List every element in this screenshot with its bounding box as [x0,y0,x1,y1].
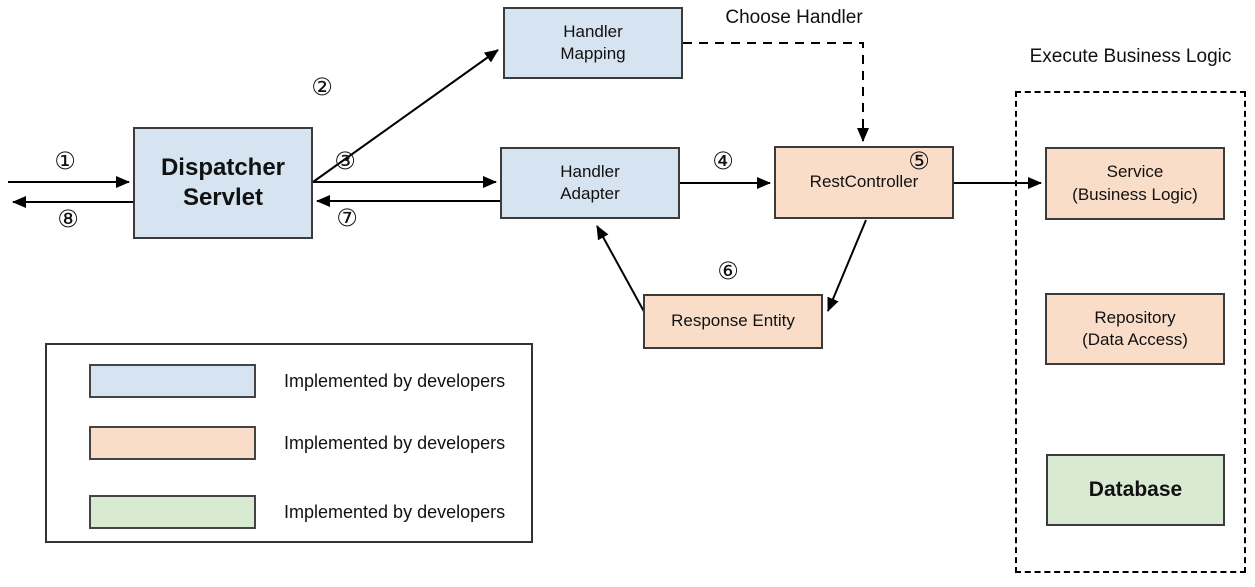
step-7-badge: ⑦ [336,204,358,232]
legend-label-orange: Implemented by developers [284,432,506,453]
arrow-step6-response-entity-to-adapter [596,225,648,318]
legend-label-blue: Implemented by developers [284,370,506,391]
legend-row-green: Implemented by developers [89,495,505,529]
step-6-badge: ⑥ [717,257,739,285]
rest-controller-node: RestController [774,146,954,219]
database-node: Database [1046,454,1225,526]
legend-label-green: Implemented by developers [284,501,506,522]
response-entity-node: Response Entity [643,294,823,349]
arrow-restcontroller-to-response-entity [827,219,867,312]
step-2-badge: ② [311,73,333,101]
legend-swatch-blue [89,364,256,398]
execute-business-logic-region [1015,91,1246,573]
handler-mapping-node: Handler Mapping [503,7,683,79]
legend-row-orange: Implemented by developers [89,426,505,460]
legend: Implemented by developers Implemented by… [45,343,533,543]
step-8-badge: ⑧ [57,205,79,233]
step-1-badge: ① [54,147,76,175]
legend-row-blue: Implemented by developers [89,364,505,398]
dispatcher-servlet-node: Dispatcher Servlet [133,127,313,239]
execute-business-logic-label: Execute Business Logic [1029,46,1232,67]
legend-swatch-green [89,495,256,529]
step-4-badge: ④ [712,147,734,175]
arrow-choose-handler-dashed [683,42,869,142]
service-node: Service (Business Logic) [1045,147,1225,220]
handler-adapter-node: Handler Adapter [500,147,680,219]
repository-node: Repository (Data Access) [1045,293,1225,365]
step-5-badge: ⑤ [908,147,930,175]
arrow-step2-to-handler-mapping [312,49,499,183]
legend-swatch-orange [89,426,256,460]
choose-handler-label: Choose Handler [725,7,863,28]
step-3-badge: ③ [334,147,356,175]
